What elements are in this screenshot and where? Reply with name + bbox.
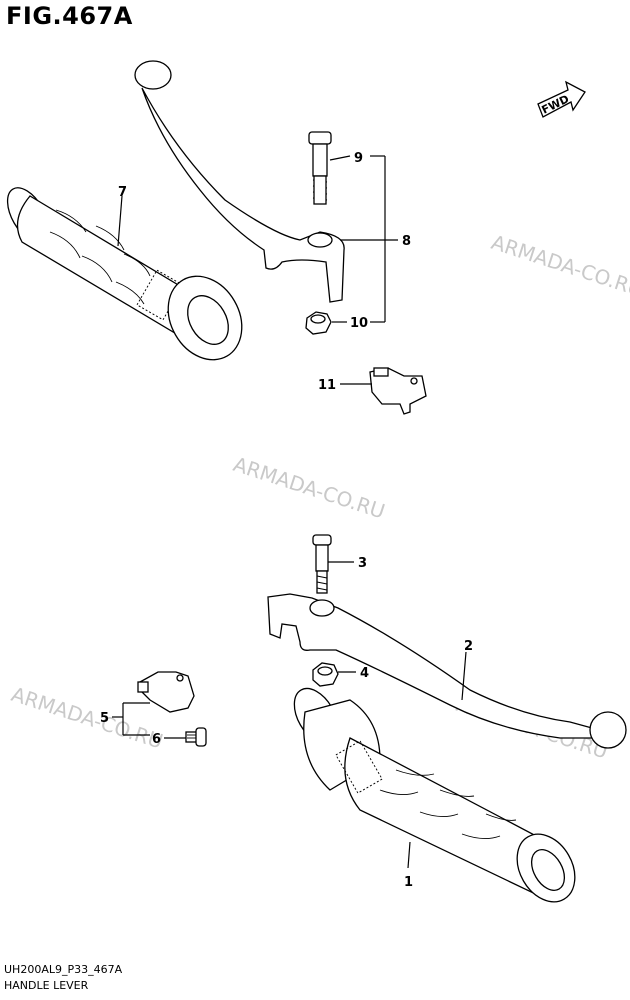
fwd-arrow-icon: FWD [537, 80, 586, 118]
switch-11 [369, 367, 427, 415]
nut-4 [312, 662, 339, 687]
clutch-lever-upper [134, 60, 345, 303]
bolt-9 [308, 131, 332, 205]
callout-1: 1 [404, 875, 413, 890]
callout-8: 8 [402, 234, 411, 249]
leader-lines [112, 155, 467, 869]
left-grip [6, 187, 243, 361]
right-grip [293, 687, 576, 903]
callout-7: 7 [118, 185, 127, 200]
callout-6: 6 [152, 732, 161, 747]
callout-2: 2 [464, 639, 473, 654]
switch-5 [137, 671, 195, 713]
callout-9: 9 [354, 151, 363, 166]
callout-5: 5 [100, 711, 109, 726]
screw-6 [185, 727, 207, 747]
watermark-2: ARMADA-CO.RU [230, 452, 388, 524]
figure-title: FIG.467A [6, 2, 133, 30]
figure-name: HANDLE LEVER [4, 979, 89, 992]
watermark-1: ARMADA-CO.RU [488, 230, 630, 302]
callout-4: 4 [360, 666, 369, 681]
callout-3: 3 [358, 556, 367, 571]
brake-lever-lower [267, 593, 627, 749]
bolt-3 [312, 534, 332, 594]
callouts: 7 9 8 10 11 3 4 2 5 6 1 [100, 151, 473, 890]
callout-10: 10 [350, 316, 368, 331]
nut-10 [305, 311, 332, 335]
figure-code: UH200AL9_P33_467A [4, 963, 123, 976]
callout-11: 11 [318, 378, 336, 393]
